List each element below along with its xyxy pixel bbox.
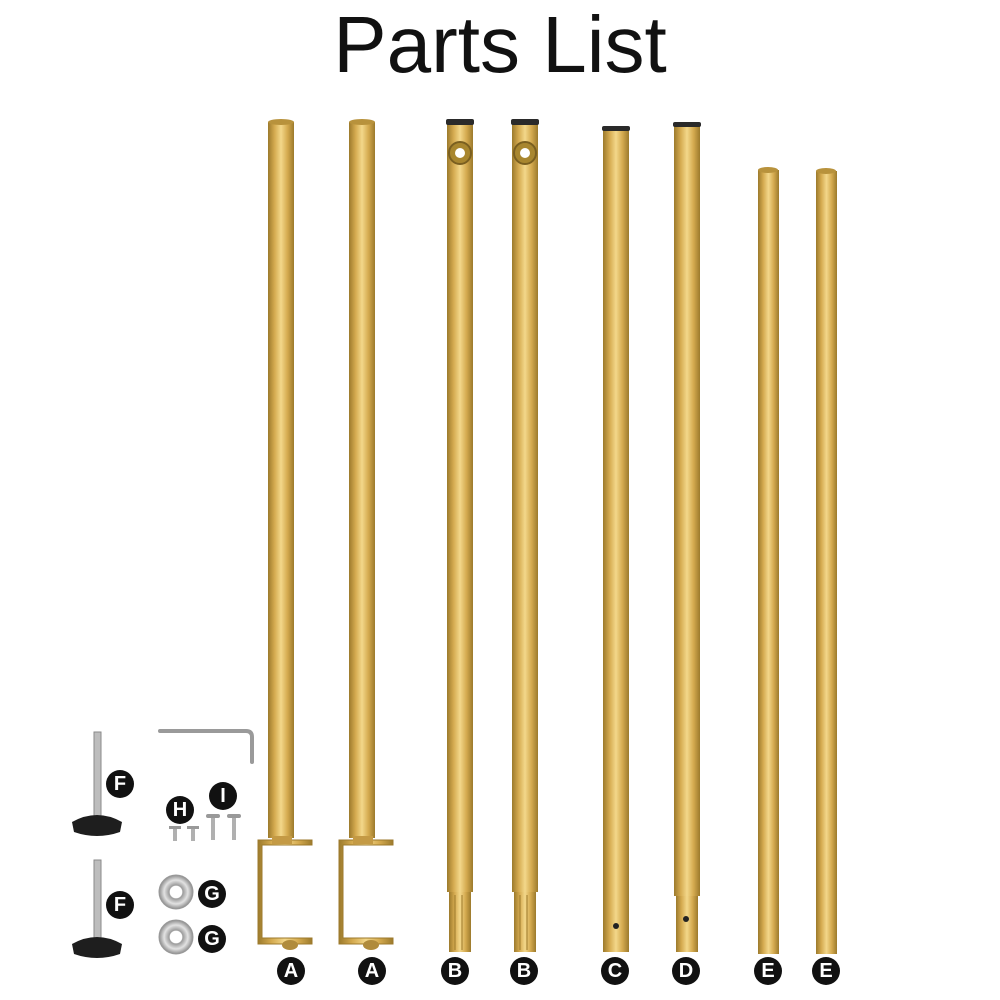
label-part-e-2: E xyxy=(812,957,840,985)
part-c-rod xyxy=(602,126,630,952)
part-b-rod-1 xyxy=(446,119,474,952)
part-a-rod-1 xyxy=(257,119,313,950)
part-e-rod-2 xyxy=(816,168,837,954)
label-hardware-f-2: F xyxy=(106,891,134,919)
washer-2 xyxy=(158,919,194,955)
label-hardware-i: I xyxy=(209,782,237,810)
screw-h-icon xyxy=(169,826,199,841)
label-hardware-f-1: F xyxy=(106,770,134,798)
part-a-rod-2 xyxy=(338,119,394,950)
label-part-b-2: B xyxy=(510,957,538,985)
page-title: Parts List xyxy=(333,0,667,89)
label-part-a-1: A xyxy=(277,957,305,985)
label-part-b-1: B xyxy=(441,957,469,985)
label-hardware-g-2: G xyxy=(198,925,226,953)
washer-1 xyxy=(158,874,194,910)
adjustable-foot-1 xyxy=(72,731,122,836)
label-hardware-h: H xyxy=(166,796,194,824)
hex-key-icon xyxy=(158,729,254,764)
part-b-rod-2 xyxy=(511,119,539,952)
adjustable-foot-2 xyxy=(72,859,122,958)
screw-i-icon xyxy=(206,814,241,840)
part-d-rod xyxy=(673,122,701,952)
label-part-c: C xyxy=(601,957,629,985)
label-part-d: D xyxy=(672,957,700,985)
part-e-rod-1 xyxy=(758,167,779,954)
label-part-e-1: E xyxy=(754,957,782,985)
label-part-a-2: A xyxy=(358,957,386,985)
label-hardware-g-1: G xyxy=(198,880,226,908)
